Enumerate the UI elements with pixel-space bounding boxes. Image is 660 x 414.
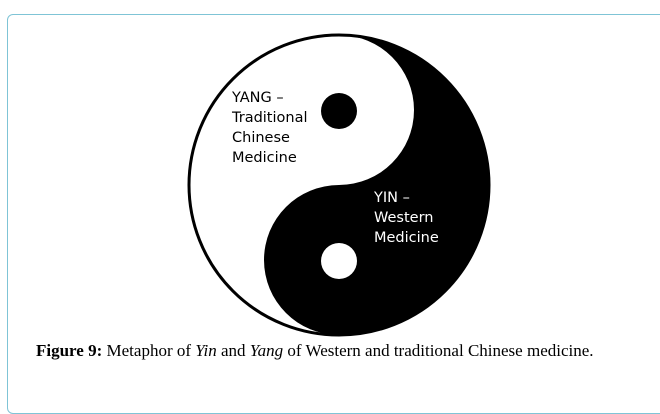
yin-label: YIN – Western Medicine (374, 190, 439, 246)
caption-yin: Yin (195, 341, 217, 360)
yin-half (264, 35, 489, 335)
caption-text: and (216, 341, 250, 360)
figure-caption: Figure 9: Metaphor of Yin and Yang of We… (36, 341, 594, 361)
caption-text: of Western and traditional Chinese medic… (283, 341, 594, 360)
caption-yang: Yang (249, 341, 284, 360)
yang-label: YANG – Traditional Chinese Medicine (232, 90, 308, 166)
yin-yang-symbol (187, 33, 491, 337)
yang-dot (321, 93, 357, 129)
caption-text: Metaphor of (102, 341, 196, 360)
figure-number: Figure 9: (36, 341, 103, 360)
yin-dot (321, 243, 357, 279)
